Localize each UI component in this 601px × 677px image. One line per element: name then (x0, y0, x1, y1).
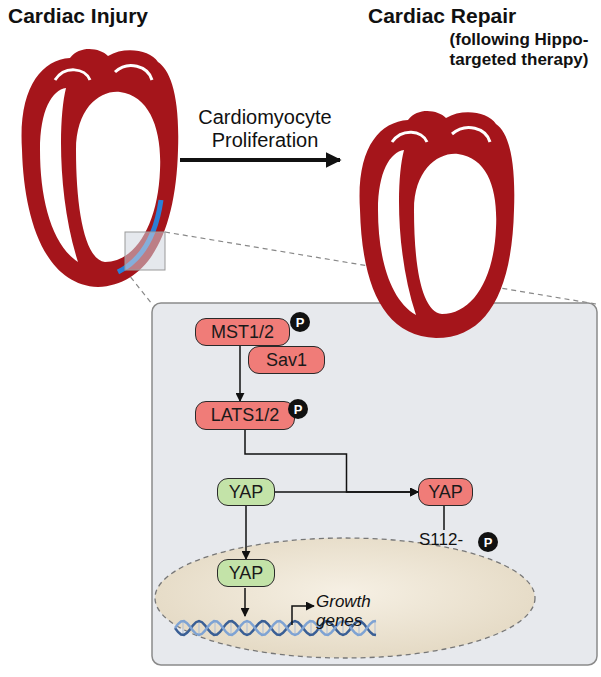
phospho-mark: P (290, 312, 310, 332)
residue-label: S112- (419, 530, 463, 550)
phospho-stem (443, 506, 445, 530)
node-text: YAP (229, 563, 264, 584)
process-label: Cardiomyocyte Proliferation (185, 106, 345, 152)
node-text: YAP (229, 482, 264, 503)
active-yap-box: YAP (217, 478, 275, 506)
injured-heart (22, 49, 179, 287)
process-arrow (180, 158, 340, 162)
node-text: YAP (428, 482, 463, 503)
pathway-arrow (245, 506, 247, 559)
panel-heading: Cardiac Injury (8, 4, 148, 28)
kinase-box: LATS1/2 (195, 401, 295, 430)
heading-note: (following Hippo-targeted therapy) (440, 30, 598, 70)
kinase-box: MST1/2 (195, 318, 290, 346)
panel-heading: Cardiac Repair (368, 4, 516, 28)
phospho-mark: P (478, 532, 498, 552)
node-text: MST1/2 (211, 322, 274, 343)
nucleus (155, 538, 535, 658)
pathway-arrow (275, 491, 418, 493)
pathway-arrow (239, 346, 241, 401)
phospho-mark: P (288, 399, 308, 419)
nuclear-yap-box: YAP (217, 559, 275, 587)
gene-label: Growth genes (316, 592, 386, 630)
inset-panel (152, 303, 597, 665)
repaired-heart (360, 111, 515, 338)
node-text: Sav1 (266, 350, 307, 371)
binding-arrow (244, 588, 246, 616)
adaptor-box: Sav1 (248, 346, 325, 374)
node-text: LATS1/2 (211, 405, 280, 426)
inactive-yap-box: YAP (418, 478, 473, 506)
transcription-arrow (292, 606, 314, 625)
